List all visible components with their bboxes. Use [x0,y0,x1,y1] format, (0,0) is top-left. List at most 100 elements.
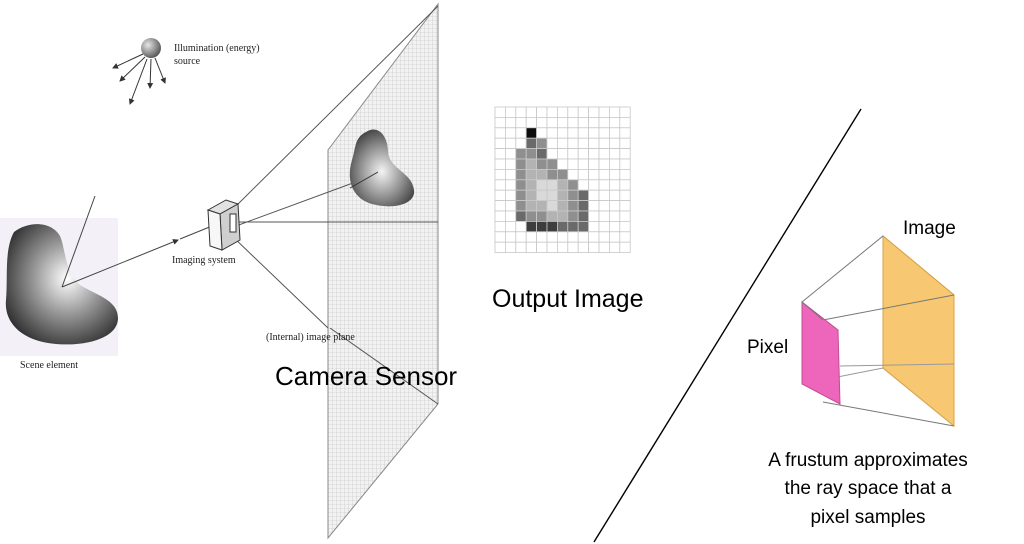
output-pixel-cell [577,241,590,253]
output-pixel-cell [515,106,527,118]
image-plane-grid [327,2,439,540]
output-pixel-cell [525,127,538,139]
illumination-label-line1: Illumination (energy) [174,43,260,54]
output-pixel-cell [588,148,600,160]
output-pixel-cell [515,210,527,222]
output-image-label: Output Image [492,285,643,313]
output-pixel-cell [504,210,517,222]
output-pixel-cell [609,106,621,118]
output-pixel-cell [536,231,548,243]
frustum-caption-line1: A frustum approximates [768,450,968,471]
output-pixel-cell [598,106,610,118]
output-pixel-cell [598,158,610,170]
output-pixel-cell [567,137,579,149]
output-pixel-cell [525,179,538,191]
output-pixel-cell [504,179,517,191]
output-pixel-cell [536,106,548,118]
output-pixel-cell [567,148,579,160]
output-pixel-cell [525,200,538,212]
output-pixel-cell [515,179,527,191]
illumination-label-line2: source [174,56,201,67]
output-pixel-cell [515,189,527,201]
output-pixel-cell [567,200,579,212]
output-pixel-cell [588,168,600,181]
output-pixel-cell [494,210,506,222]
output-pixel-cell [525,106,538,118]
output-pixel-cell [598,241,610,253]
output-pixel-cell [536,148,548,160]
output-pixel-cell [504,231,517,243]
output-pixel-cell [504,158,517,170]
output-pixel-cell [494,148,506,160]
output-pixel-cell [598,168,610,181]
output-pixel-cell [504,189,517,201]
output-pixel-cell [619,168,631,181]
frustum-caption-line2: the ray space that a [785,478,952,499]
output-pixel-cell [515,148,527,160]
output-pixel-cell [619,210,631,222]
output-pixel-cell [515,137,527,149]
output-pixel-cell [494,106,506,118]
output-pixel-cell [546,148,558,160]
output-pixel-cell [567,210,579,222]
output-pixel-cell [557,189,569,201]
output-pixel-cell [515,200,527,212]
output-pixel-cell [515,158,527,170]
output-pixel-cell [494,137,506,149]
output-pixel-cell [598,117,610,129]
output-pixel-cell [577,231,590,243]
frustum-pixel-face [801,300,841,405]
output-pixel-cell [504,127,517,139]
output-pixel-cell [557,231,569,243]
output-pixel-cell [536,168,548,181]
output-pixel-cell [557,200,569,212]
output-pixel-cell [609,189,621,201]
section-divider-line [593,108,862,543]
output-pixel-cell [598,210,610,222]
output-pixel-cell [546,200,558,212]
output-pixel-cell [525,220,538,233]
scene-ray-continuation [179,225,213,240]
output-pixel-cell [577,127,590,139]
output-pixel-cell [557,168,569,181]
frustum-caption-line3: pixel samples [810,507,925,528]
output-pixel-cell [525,148,538,160]
output-pixel-cell [609,117,621,129]
output-pixel-cell [525,158,538,170]
output-pixel-cell [504,220,517,233]
output-pixel-cell [577,220,590,233]
output-pixel-cell [619,189,631,201]
output-pixel-cell [504,200,517,212]
output-pixel-cell [577,158,590,170]
frustum-pixel-label: Pixel [747,337,788,358]
output-pixel-cell [619,127,631,139]
output-pixel-cell [557,241,569,253]
output-pixel-cell [588,200,600,212]
output-pixel-cell [515,117,527,129]
output-pixel-cell [494,158,506,170]
output-pixel-cell [598,200,610,212]
output-pixel-cell [504,117,517,129]
output-pixel-cell [567,117,579,129]
output-pixel-cell [494,117,506,129]
output-pixel-cell [577,117,590,129]
output-pixel-cell [609,158,621,170]
output-pixel-cell [588,241,600,253]
output-pixel-cell [609,148,621,160]
output-pixel-cell [536,200,548,212]
output-pixel-cell [609,220,621,233]
output-pixel-cell [609,137,621,149]
output-pixel-cell [557,106,569,118]
output-pixel-cell [598,179,610,191]
imaging-system-icon [206,199,241,251]
output-pixel-cell [504,148,517,160]
output-pixel-cell [515,220,527,233]
output-pixel-cell [515,127,527,139]
output-pixel-cell [494,168,506,181]
output-pixel-cell [619,117,631,129]
output-pixel-cell [525,210,538,222]
output-pixel-cell [546,168,558,181]
output-pixel-cell [609,179,621,191]
output-pixel-cell [536,241,548,253]
output-pixel-cell [546,106,558,118]
